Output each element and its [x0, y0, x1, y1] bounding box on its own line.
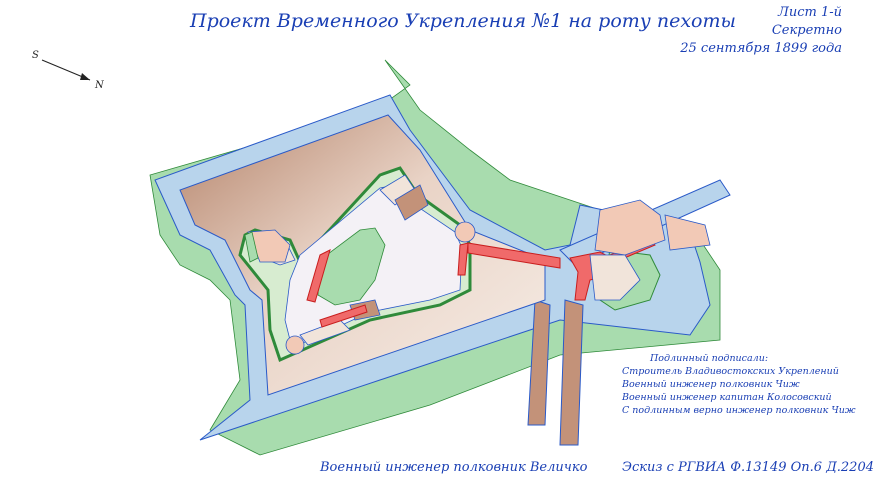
signature-line: Строитель Владивостокских Укреплений — [622, 366, 839, 377]
compass-south-label: S — [32, 50, 39, 61]
signature-line: Военный инженер капитан Колосовский — [622, 392, 832, 403]
sheet-number: Лист 1-й — [778, 5, 842, 20]
compass-north-label: N — [95, 80, 104, 91]
compass-arrow — [41, 59, 91, 81]
signatures-block: Подлинный подписали: Строитель Владивост… — [622, 352, 856, 417]
plan-title: Проект Временного Укрепления №1 на роту … — [190, 10, 736, 32]
sheet-date: 25 сентября 1899 года — [680, 41, 842, 56]
approach-ditch-bottom — [527, 299, 551, 426]
author-credit: Военный инженер полковник Величко — [320, 460, 588, 475]
signature-line: Военный инженер полковник Чиж — [622, 379, 800, 390]
interior-green — [317, 227, 386, 306]
right-redoubt — [589, 199, 711, 301]
secrecy-mark: Секретно — [771, 23, 842, 38]
signatures-heading: Подлинный подписали: — [650, 353, 769, 364]
fortification-plan — [41, 59, 731, 456]
sheet-info: Лист 1-й Секретно 25 сентября 1899 года — [680, 4, 842, 58]
left-bastion — [244, 229, 291, 263]
archive-reference: Эскиз с РГВИА Ф.13149 Оп.6 Д.2204 — [622, 460, 874, 475]
approach-ditch-bottom-2 — [559, 299, 584, 446]
signature-line: С подлинным верно инженер полковник Чиж — [622, 405, 856, 416]
